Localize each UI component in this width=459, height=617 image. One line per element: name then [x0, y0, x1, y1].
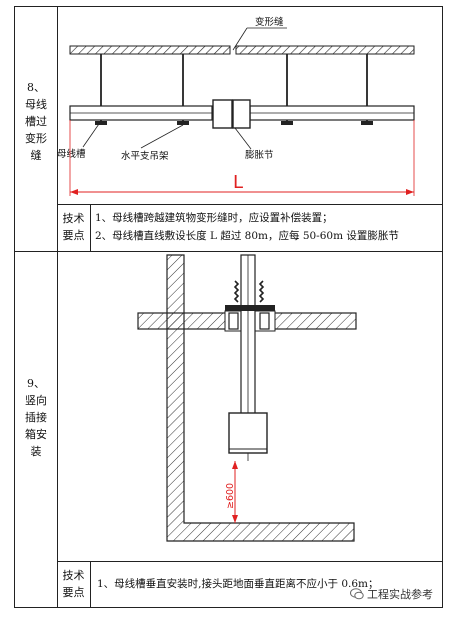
tech9-divider	[90, 561, 91, 607]
sleeve-left	[228, 312, 239, 330]
vertical-plug-box-diagram: ≥600	[137, 254, 357, 542]
tech-label-line: 技术	[62, 212, 85, 225]
section8-point-2: 2、母线槽直线敷设长度 L 超过 80m，应每 50-60m 设置膨胀节	[95, 230, 399, 242]
section9-label: 9、 竖向 插接 箱安 装	[15, 375, 57, 460]
col-divider	[57, 7, 58, 607]
section9-label-line: 9、	[27, 377, 45, 390]
plug-in-box	[228, 412, 268, 454]
expansion-joint-label: 变形缝	[255, 16, 284, 28]
section9-label-line: 装	[30, 445, 42, 458]
height-arrow-top	[232, 461, 238, 469]
section9-point-1: 1、母线槽垂直安装时,接头距地面垂直距离不应小于 0.6m；	[97, 578, 379, 590]
section8-label-line: 8、	[27, 81, 45, 94]
section8-label-line: 缝	[30, 149, 42, 162]
watermark-text: 工程实战参考	[367, 588, 433, 601]
tech-label-line: 要点	[62, 586, 85, 599]
horizontal-support-label: 水平支吊架	[121, 150, 169, 162]
wall-and-floor	[166, 254, 355, 542]
section9-label-line: 插接	[25, 411, 47, 424]
dimension-arrow-right	[406, 189, 414, 195]
watermark: 工程实战参考	[350, 586, 433, 602]
dimension-arrow-left	[70, 189, 78, 195]
ceiling-slab-right	[235, 45, 415, 55]
support-leader	[140, 124, 184, 149]
busway-leader	[82, 120, 102, 148]
busway-expansion-joint-diagram: 变形缝 母线槽 水平支吊架 膨胀节 L	[57, 16, 415, 196]
chat-bubble-icon	[350, 588, 364, 600]
expansion-section-box-left	[212, 99, 233, 129]
tech-label-line: 技术	[62, 569, 85, 582]
installation-table: 8、 母线 槽过 变形 缝 技术 要点 1、母线槽跨越建筑物变形缝时，应设置补偿…	[14, 6, 443, 608]
height-arrow-bottom	[232, 515, 238, 523]
tech8-divider	[90, 204, 91, 251]
ceiling-slab-left	[69, 45, 231, 55]
section9-label-line: 竖向	[25, 394, 47, 407]
section-divider	[15, 251, 443, 252]
spring-support	[233, 280, 265, 303]
section8-label-line: 母线	[25, 98, 47, 111]
joint-leader	[232, 27, 248, 51]
section8-label-line: 槽过	[25, 115, 47, 128]
min-height-label: ≥600	[225, 483, 236, 509]
length-symbol-L: L	[233, 172, 243, 193]
support-plate	[225, 305, 275, 311]
row9-diagram-bottom	[57, 561, 443, 562]
busway-label: 母线槽	[57, 148, 86, 160]
expansion-section-label: 膨胀节	[245, 149, 274, 161]
row8-diagram-bottom	[57, 204, 443, 205]
section8-point-1: 1、母线槽跨越建筑物变形缝时，应设置补偿装置；	[95, 212, 333, 224]
tech-label-line: 要点	[62, 229, 85, 242]
expansion-leader	[234, 127, 252, 150]
section8-tech-label: 技术 要点	[57, 210, 90, 244]
section8-label-line: 变形	[25, 132, 47, 145]
support-brackets	[95, 121, 373, 125]
section9-tech-label: 技术 要点	[57, 567, 90, 601]
sleeve-right	[259, 312, 270, 330]
expansion-section-box-right	[232, 99, 251, 129]
section9-label-line: 箱安	[25, 428, 47, 441]
section8-label: 8、 母线 槽过 变形 缝	[15, 79, 57, 164]
